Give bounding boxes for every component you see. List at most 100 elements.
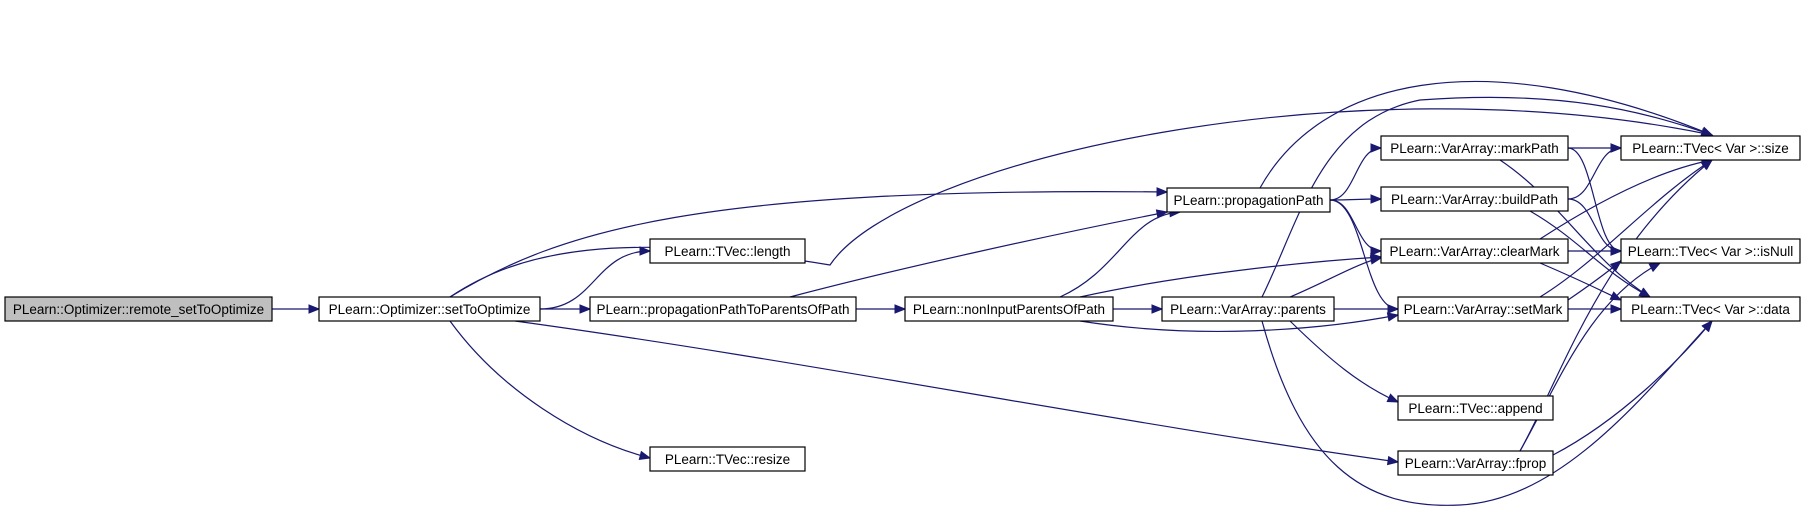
node-resize[interactable]: PLearn::TVec::resize (649, 446, 806, 472)
node-box (318, 296, 541, 322)
node-label: PLearn::propagationPath (1173, 193, 1323, 208)
node-box (1397, 450, 1554, 476)
edge-arrowhead (1386, 455, 1400, 466)
edge-parents-to-append (1289, 320, 1400, 403)
edge-arrowhead (639, 246, 652, 256)
edge-line (1329, 147, 1382, 201)
edge-line (789, 211, 1168, 298)
edge-setToOptimize-to-length (539, 246, 652, 310)
edge-parents-to-size (1261, 96, 1714, 298)
edge-line (1261, 320, 1713, 506)
edge-line (1259, 80, 1713, 189)
node-label: PLearn::VarArray::parents (1170, 302, 1326, 317)
edge-propagationPath-to-clearMark (1329, 199, 1383, 256)
node-box (904, 296, 1114, 322)
node-length[interactable]: PLearn::TVec::length (649, 238, 806, 264)
node-fprop[interactable]: PLearn::VarArray::fprop (1397, 450, 1554, 476)
node-box (1166, 187, 1331, 213)
node-isNull[interactable]: PLearn::TVec< Var >::isNull (1620, 238, 1801, 264)
node-box (1620, 135, 1801, 161)
edge-setToOptimize-to-propagationPathToParentsOfPath (540, 304, 592, 314)
edge-parents-to-setMark (1334, 304, 1400, 314)
node-label: PLearn::Optimizer::remote_setToOptimize (13, 302, 264, 317)
edge-arrowhead (894, 304, 907, 314)
node-buildPath[interactable]: PLearn::VarArray::buildPath (1380, 186, 1569, 212)
edge-buildPath-to-data (1529, 210, 1652, 298)
edge-line (1499, 159, 1651, 298)
edge-parents-to-clearMark (1289, 255, 1383, 298)
node-label: PLearn::TVec< Var >::size (1632, 141, 1789, 156)
edge-markPath-to-data (1499, 159, 1652, 298)
edge-line (1079, 314, 1399, 333)
node-label: PLearn::VarArray::clearMark (1389, 244, 1559, 259)
edge-line (1289, 320, 1399, 403)
edge-arrowhead (1610, 246, 1623, 256)
node-size[interactable]: PLearn::TVec< Var >::size (1620, 135, 1801, 161)
node-append[interactable]: PLearn::TVec::append (1397, 395, 1554, 421)
node-label: PLearn::VarArray::fprop (1405, 456, 1547, 471)
edge-line (539, 250, 651, 310)
edge-propagationPath-to-buildPath (1329, 194, 1383, 204)
edge-propagationPath-to-markPath (1329, 143, 1383, 201)
node-label: PLearn::VarArray::markPath (1390, 141, 1559, 156)
edge-arrowhead (579, 304, 592, 314)
edge-line (1329, 199, 1399, 310)
node-box (1620, 238, 1801, 264)
edge-arrowhead (308, 304, 321, 314)
edge-arrowhead (1701, 319, 1713, 333)
edge-arrowhead (1700, 159, 1714, 171)
node-box (1380, 186, 1569, 212)
node-clearMark[interactable]: PLearn::VarArray::clearMark (1380, 238, 1569, 264)
edge-propagationPathToParentsOfPath-to-propagationPath (789, 209, 1169, 298)
node-box (1397, 395, 1554, 421)
node-markPath[interactable]: PLearn::VarArray::markPath (1380, 135, 1569, 161)
node-label: PLearn::TVec::resize (665, 452, 790, 467)
edge-arrowhead (1151, 304, 1164, 314)
node-label: PLearn::VarArray::setMark (1404, 302, 1563, 317)
node-setToOptimize[interactable]: PLearn::Optimizer::setToOptimize (318, 296, 541, 322)
edge-arrowhead (1156, 187, 1169, 197)
edge-setToOptimize-to-propagationPath (449, 187, 1169, 298)
edge-arrowhead (1386, 312, 1400, 322)
edge-line (449, 108, 1713, 298)
edge-arrowhead (1638, 287, 1652, 298)
node-label: PLearn::TVec::length (664, 244, 790, 259)
edge-buildPath-to-size (1567, 143, 1623, 200)
edge-line (449, 191, 1168, 298)
node-box (1161, 296, 1335, 322)
edge-line (1329, 199, 1382, 252)
edge-line (1539, 159, 1713, 298)
node-box (649, 238, 806, 264)
node-label: PLearn::Optimizer::setToOptimize (329, 302, 531, 317)
node-remote_setToOptimize[interactable]: PLearn::Optimizer::remote_setToOptimize (4, 296, 273, 322)
node-label: PLearn::propagationPathToParentsOfPath (597, 302, 850, 317)
edge-fprop-to-isNull (1519, 262, 1662, 452)
node-box (4, 296, 273, 322)
edge-line (514, 320, 1399, 463)
edge-setToOptimize-to-resize (449, 320, 652, 460)
edge-line (1529, 210, 1651, 298)
edge-arrowhead (1155, 209, 1169, 219)
edge-arrowhead (1700, 127, 1714, 137)
edge-arrowhead (638, 450, 652, 460)
edge-line (1079, 256, 1382, 298)
edge-line (1539, 159, 1713, 240)
node-propagationPathToParentsOfPath[interactable]: PLearn::propagationPathToParentsOfPath (589, 296, 857, 322)
edge-line (1059, 211, 1181, 298)
edge-arrowhead (1610, 143, 1623, 153)
edge-setMark-to-size (1539, 159, 1714, 298)
node-label: PLearn::TVec< Var >::data (1631, 302, 1790, 317)
node-nonInputParentsOfPath[interactable]: PLearn::nonInputParentsOfPath (904, 296, 1114, 322)
node-label: PLearn::TVec::append (1408, 401, 1542, 416)
node-parents[interactable]: PLearn::VarArray::parents (1161, 296, 1335, 322)
node-box (1380, 238, 1569, 264)
node-data[interactable]: PLearn::TVec< Var >::data (1620, 296, 1801, 322)
node-label: PLearn::VarArray::buildPath (1391, 192, 1558, 207)
edge-setMark-to-data (1568, 304, 1623, 314)
node-setMark[interactable]: PLearn::VarArray::setMark (1397, 296, 1569, 322)
edge-arrowhead (1369, 255, 1383, 265)
node-propagationPath[interactable]: PLearn::propagationPath (1166, 187, 1331, 213)
edge-line (1552, 320, 1713, 456)
edge-line (1519, 262, 1661, 452)
